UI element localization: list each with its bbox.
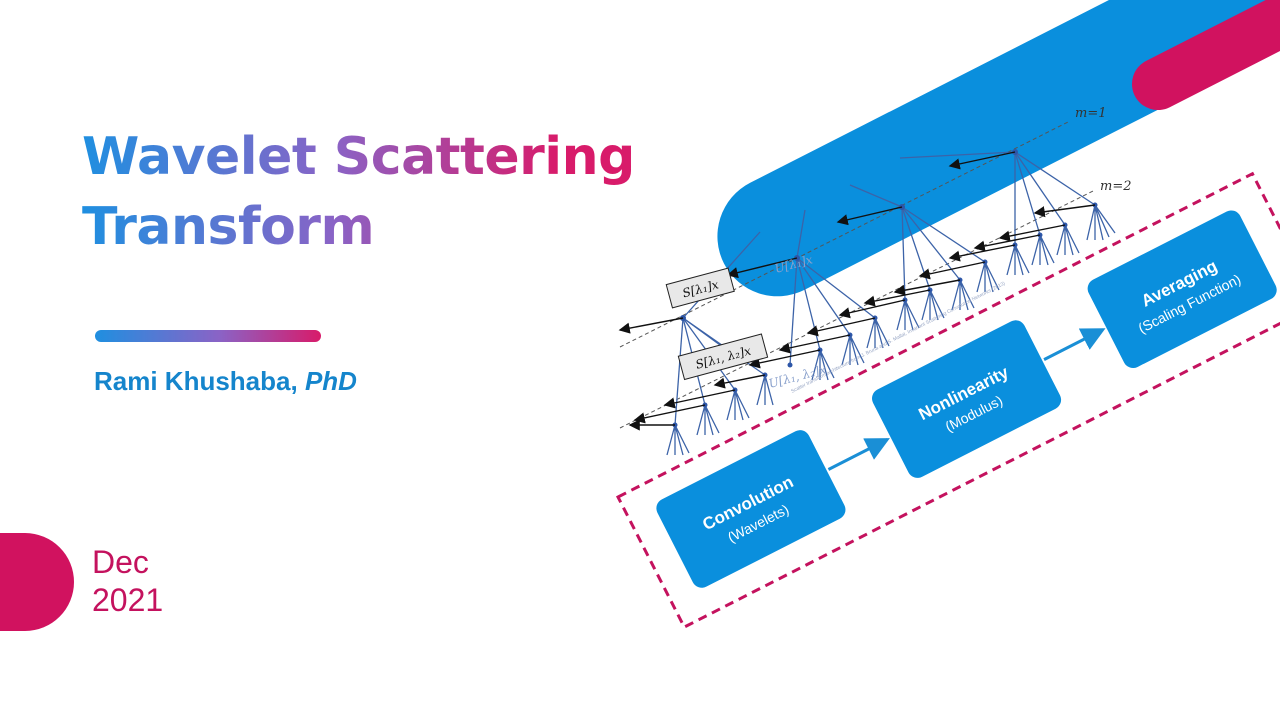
author: Rami Khushaba, PhD <box>94 366 357 397</box>
step-nonlinearity <box>872 320 1062 478</box>
author-degree: PhD <box>304 366 357 396</box>
step-averaging <box>1087 210 1277 369</box>
step-convolution <box>656 430 846 588</box>
blue-pill-shape <box>717 0 1280 297</box>
date-year: 2021 <box>92 582 164 618</box>
label-m1: m=1 <box>1075 106 1107 121</box>
label-m2: m=2 <box>1100 179 1132 194</box>
date: Dec 2021 <box>92 543 163 619</box>
title-line-1: Wavelet Scattering <box>82 127 635 187</box>
arrow-icon <box>827 438 890 471</box>
date-month: Dec <box>92 544 149 580</box>
dashed-frame <box>615 171 1280 630</box>
author-name: Rami Khushaba, <box>94 366 305 396</box>
output-arrows <box>618 151 1096 431</box>
title-line-2: Transform <box>82 197 375 257</box>
arrow-icon <box>1043 328 1106 361</box>
process-flow: Convolution (Wavelets) Nonlinearity (Mod… <box>615 171 1280 630</box>
gradient-divider <box>95 330 321 342</box>
box-s1: S[λ₁]x <box>665 267 735 309</box>
scattering-tree <box>666 151 1116 456</box>
magenta-pill-shape <box>1131 0 1280 111</box>
level-line-m2 <box>619 189 1096 429</box>
slide-title: Wavelet Scattering Transform <box>82 122 642 262</box>
